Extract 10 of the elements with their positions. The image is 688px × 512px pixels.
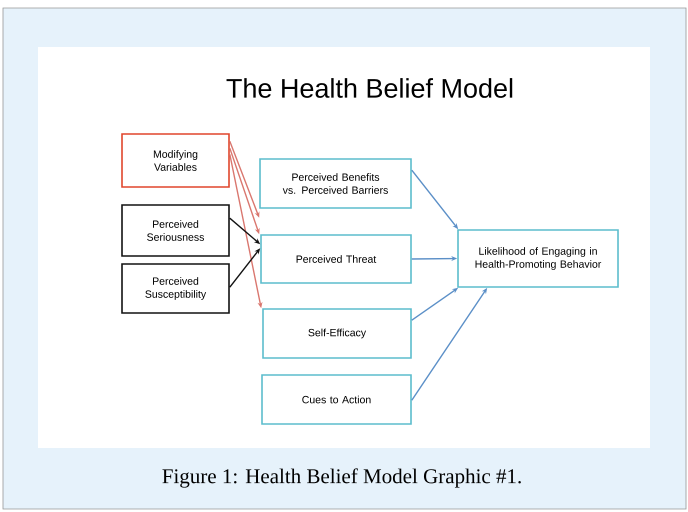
box: Likelihood of Engaging in Health-Promoting Behavior: [457, 229, 619, 288]
caption: Figure 1: Health Belief Model Graphic #1.: [162, 468, 521, 488]
box: Self-Efficacy: [262, 308, 412, 359]
box: Perceived Threat: [260, 234, 412, 284]
box: Cues to Action: [261, 374, 412, 425]
box: Perceived Susceptibility: [121, 263, 230, 314]
box: Perceived Seriousness: [121, 204, 230, 257]
box: Perceived Benefits vs. Perceived Barriers: [259, 158, 412, 209]
box: Modifying Variables: [121, 133, 230, 188]
title: The Health Belief Model: [226, 78, 512, 98]
